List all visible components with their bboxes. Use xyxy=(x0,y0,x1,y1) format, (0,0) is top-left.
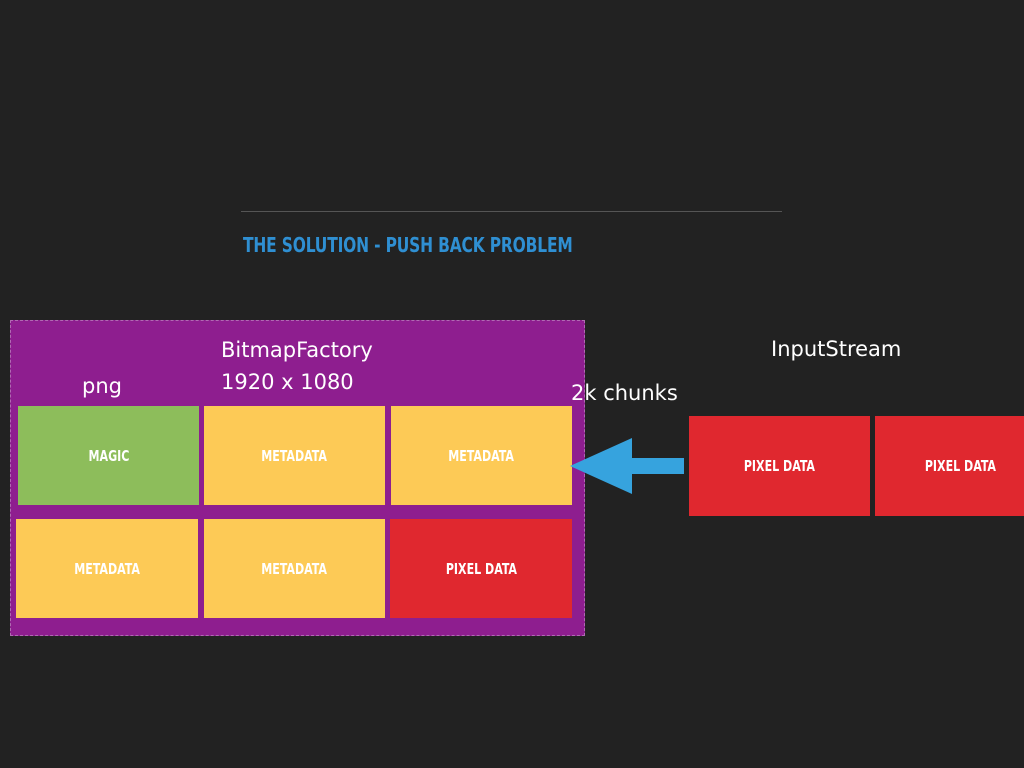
resolution-label: 1920 x 1080 xyxy=(221,370,354,394)
title-divider xyxy=(241,211,782,212)
metadata-block: METADATA xyxy=(16,519,198,618)
block-label: METADATA xyxy=(74,559,140,578)
chunks-label: 2k chunks xyxy=(571,381,678,405)
block-label: MAGIC xyxy=(88,446,129,465)
magic-block: MAGIC xyxy=(18,406,199,505)
block-label: PIXEL DATA xyxy=(743,457,816,475)
push-arrow-icon xyxy=(570,438,684,494)
stream-pixel-data-block: PIXEL DATA xyxy=(875,416,1024,516)
format-label: png xyxy=(82,374,122,398)
slide-title: THE SOLUTION - PUSH BACK PROBLEM xyxy=(243,233,573,257)
metadata-block: METADATA xyxy=(204,519,385,618)
block-label: METADATA xyxy=(261,559,328,578)
bitmap-factory-label: BitmapFactory xyxy=(221,338,373,362)
input-stream-label: InputStream xyxy=(771,337,902,361)
pixel-data-block: PIXEL DATA xyxy=(390,519,572,618)
stream-pixel-data-block: PIXEL DATA xyxy=(689,416,870,516)
metadata-block: METADATA xyxy=(391,406,572,505)
block-label: METADATA xyxy=(448,446,515,465)
block-label: METADATA xyxy=(261,446,328,465)
metadata-block: METADATA xyxy=(204,406,385,505)
block-label: PIXEL DATA xyxy=(445,559,517,578)
block-label: PIXEL DATA xyxy=(924,457,996,475)
